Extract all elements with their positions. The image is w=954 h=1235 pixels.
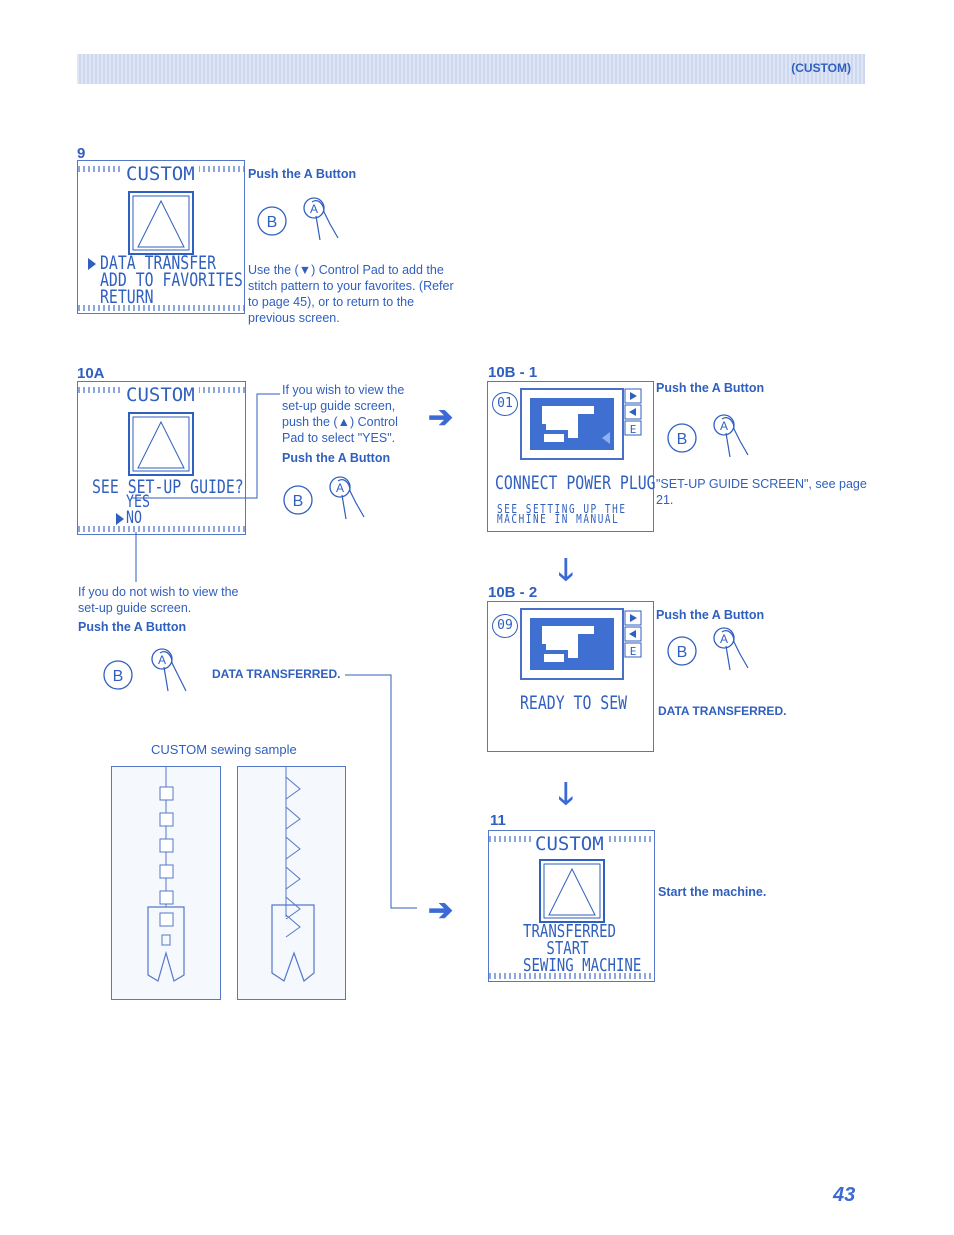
right-arrow-icon: ➔ — [428, 401, 454, 434]
right-arrow-icon: ➔ — [428, 894, 454, 927]
button-b-label: B — [267, 214, 278, 231]
code-badge: 01 — [492, 392, 518, 416]
down-arrow-icon: 🡓 — [558, 778, 574, 811]
connector-line — [345, 674, 417, 909]
menu-cursor-icon — [88, 257, 96, 275]
triangle-pattern-icon — [128, 412, 194, 476]
triangle-pattern-icon — [539, 859, 605, 923]
hand-press-a-icon: B A — [283, 476, 365, 520]
lcd-screen-ready: 09 E READY TO SEW — [487, 601, 654, 752]
lcd-sub-line1: SEE SETTING UP THE — [497, 502, 627, 516]
instruction-title: Push the A Button — [248, 167, 357, 181]
button-pair: B A — [102, 645, 192, 698]
lcd-screen-transferred: CUSTOM TRANSFERRED START SEWING MACHINE — [488, 830, 655, 982]
hand-press-a-icon: B A — [103, 648, 187, 692]
hand-press-a-icon: B A — [667, 627, 749, 671]
button-pair: B A — [666, 413, 756, 466]
sample-triangle-stitch — [237, 766, 346, 1000]
button-a-label: A — [158, 653, 166, 667]
option-no[interactable]: NO — [126, 508, 142, 528]
screen-title: CUSTOM — [122, 163, 199, 185]
page-number: 43 — [833, 1184, 856, 1206]
button-pair: B A — [666, 626, 756, 679]
button-a-label: A — [720, 632, 728, 646]
button-a-label: A — [310, 202, 318, 216]
section-label: (CUSTOM) — [791, 61, 851, 75]
data-transferred-label: DATA TRANSFERRED. — [212, 667, 341, 681]
sewing-machine-icon — [530, 618, 614, 670]
side-icons: E — [624, 610, 644, 665]
button-a-label: A — [336, 481, 344, 495]
data-transferred-label: DATA TRANSFERRED. — [658, 704, 787, 718]
step-number: 10B - 1 — [488, 364, 538, 381]
triangle-pattern-icon — [128, 191, 194, 255]
start-instruction: Start the machine. — [658, 885, 767, 899]
button-b-label: B — [677, 644, 688, 661]
note-yes: If you wish to view the set-up guide scr… — [282, 383, 405, 445]
note-no: If you do not wish to view the set-up gu… — [78, 585, 239, 615]
code-badge: 09 — [492, 614, 518, 638]
machine-thumbnail — [520, 388, 624, 460]
menu-item-return[interactable]: RETURN — [100, 286, 154, 308]
svg-text:E: E — [630, 423, 637, 436]
menu-list: DATA TRANSFER ADD TO FAVORITES RETURN — [100, 252, 243, 308]
hand-press-a-icon: B A — [667, 414, 749, 458]
menu-item-data-transfer[interactable]: DATA TRANSFER — [100, 252, 217, 274]
screen-title: CUSTOM — [531, 833, 608, 855]
setup-guide-note: "SET-UP GUIDE SCREEN", see page 21. — [656, 477, 867, 507]
svg-text:E: E — [630, 645, 637, 658]
screen-title: CUSTOM — [122, 384, 199, 406]
side-icons: E — [624, 388, 644, 443]
lcd-sub-line2: MACHINE IN MANUAL — [497, 512, 620, 526]
lcd-line-start: START — [546, 938, 589, 959]
step-number: 11 — [490, 812, 506, 829]
option-yes[interactable]: YES — [126, 492, 150, 512]
menu-cursor-icon — [116, 512, 124, 530]
button-b-label: B — [293, 493, 304, 510]
sample-square-stitch — [111, 766, 221, 1000]
sewing-machine-icon — [530, 398, 614, 450]
button-pair: B A — [256, 196, 346, 249]
lcd-screen-custom-menu: CUSTOM DATA TRANSFER ADD TO FAVORITES RE… — [77, 160, 245, 314]
down-arrow-icon: 🡓 — [558, 554, 574, 587]
lcd-sub: SEE SETTING UP THE MACHINE IN MANUAL — [497, 502, 627, 526]
sample-caption: CUSTOM sewing sample — [151, 742, 297, 757]
lcd-message: CONNECT POWER PLUG — [495, 472, 656, 494]
button-a-label: A — [720, 419, 728, 433]
menu-item-add-favorites[interactable]: ADD TO FAVORITES — [100, 269, 243, 291]
lcd-message: READY TO SEW — [520, 692, 628, 714]
step-number: 9 — [77, 145, 86, 162]
step-number: 10B - 2 — [488, 584, 538, 601]
push-a: Push the A Button — [656, 608, 765, 622]
setup-question: SEE SET-UP GUIDE? — [92, 476, 244, 498]
lcd-screen-setup-guide: CUSTOM SEE SET-UP GUIDE? YES NO — [77, 381, 246, 535]
lcd-line-transferred: TRANSFERRED — [523, 921, 616, 942]
button-b-label: B — [113, 668, 124, 685]
machine-thumbnail — [520, 608, 624, 680]
step9-description: Use the (▼) Control Pad to add the stitc… — [248, 263, 454, 325]
push-a-no: Push the A Button — [78, 620, 187, 634]
lcd-screen-connect-power: 01 E CONNECT POWER PLUG SEE SETTING UP T… — [487, 381, 656, 532]
push-a-yes: Push the A Button — [282, 451, 391, 465]
button-pair: B A — [282, 475, 372, 528]
button-b-label: B — [677, 431, 688, 448]
hand-press-a-icon: B A — [257, 197, 339, 241]
step-number: 10A — [77, 365, 105, 382]
callout-lines — [132, 393, 280, 582]
lcd-line-sewing-machine: SEWING MACHINE — [523, 955, 642, 976]
header-band: (CUSTOM) — [77, 54, 865, 84]
push-a: Push the A Button — [656, 381, 765, 395]
lcd-message: TRANSFERRED START SEWING MACHINE — [523, 921, 642, 976]
